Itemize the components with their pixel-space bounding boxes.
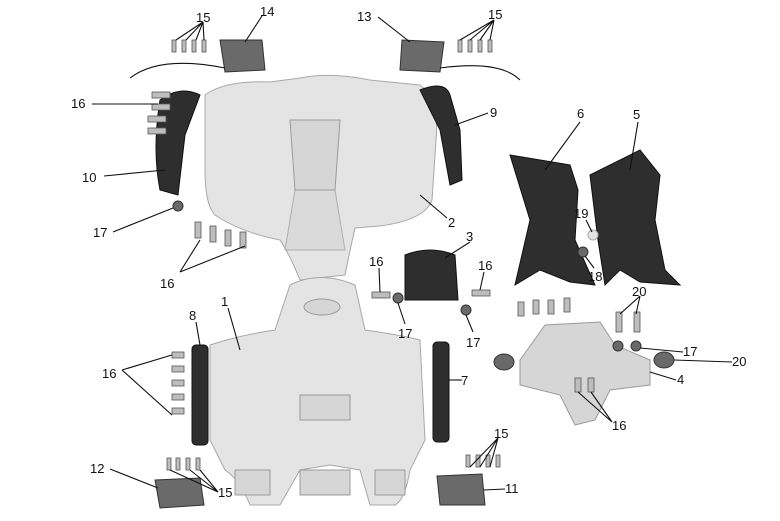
headlight-right <box>436 473 486 506</box>
callout-number: 16 <box>160 276 174 291</box>
callout-number: 14 <box>260 4 274 19</box>
front-fender <box>209 277 426 506</box>
callout-number: 15 <box>494 426 508 441</box>
callout-number: 15 <box>196 10 210 25</box>
reflector-strip-right <box>432 341 450 443</box>
callout-number: 8 <box>189 308 196 323</box>
callout-number: 20 <box>732 354 746 369</box>
callout-number: 15 <box>218 485 232 500</box>
callout-number: 1 <box>221 294 228 309</box>
callout-number: 17 <box>683 344 697 359</box>
callout-number: 2 <box>448 215 455 230</box>
callout-number: 16 <box>71 96 85 111</box>
callout-number: 17 <box>398 326 412 341</box>
callout-number: 5 <box>633 107 640 122</box>
front-bumper <box>519 321 651 426</box>
callout-number: 6 <box>577 106 584 121</box>
headlight-left <box>154 477 205 509</box>
callout-number: 7 <box>461 373 468 388</box>
callout-number: 19 <box>574 206 588 221</box>
callout-number: 16 <box>612 418 626 433</box>
rear-light-right <box>399 39 445 73</box>
callout-number: 12 <box>90 461 104 476</box>
callout-number: 17 <box>93 225 107 240</box>
rear-light-left <box>219 39 266 73</box>
callout-number: 20 <box>632 284 646 299</box>
callout-number: 11 <box>505 481 519 496</box>
leader-lines <box>92 15 733 493</box>
callout-number: 17 <box>466 335 480 350</box>
callout-number: 13 <box>357 9 371 24</box>
callout-number: 10 <box>82 170 96 185</box>
tail-light <box>404 249 459 301</box>
footrest-left <box>509 154 596 287</box>
callout-number: 3 <box>466 229 473 244</box>
rear-fender <box>204 74 438 281</box>
footrest-right <box>589 149 682 287</box>
callout-number: 16 <box>478 258 492 273</box>
callout-number: 16 <box>369 254 383 269</box>
callout-number: 9 <box>490 105 497 120</box>
callout-number: 16 <box>102 366 116 381</box>
fasteners <box>147 39 642 471</box>
callout-number: 18 <box>588 269 602 284</box>
reflector-strip-left <box>191 344 209 446</box>
mudflap-right <box>419 85 463 186</box>
callout-number: 15 <box>488 7 502 22</box>
callout-number: 4 <box>677 372 684 387</box>
